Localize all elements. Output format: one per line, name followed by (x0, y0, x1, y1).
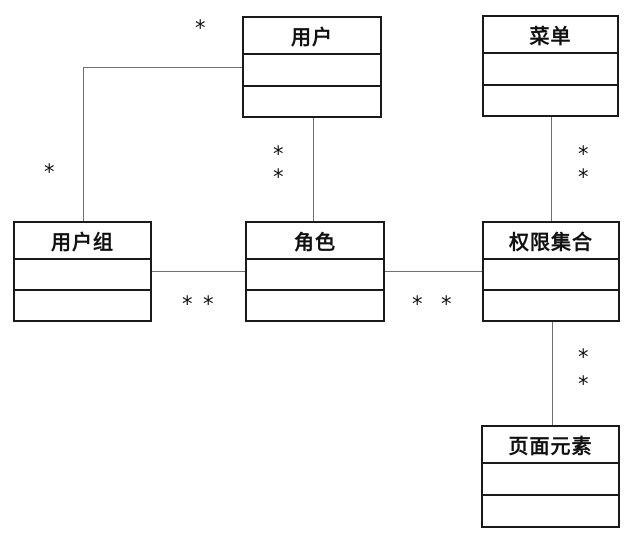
association-line-usergroup-role (152, 271, 245, 272)
class-attributes-compartment (15, 258, 150, 289)
class-box-menu: 菜单 (482, 15, 619, 117)
class-methods-compartment (244, 84, 380, 116)
class-title-pageelement: 页面元素 (508, 436, 593, 458)
association-line-user-usergroup-horizontal (83, 67, 242, 68)
multiplicity-label-role-end: * (203, 292, 214, 316)
multiplicity-label-role-end: * (412, 292, 423, 316)
class-attributes-compartment (244, 53, 380, 85)
association-line-permissionset-pageelement (552, 322, 553, 425)
class-box-usergroup: 用户组 (13, 221, 152, 322)
multiplicity-label-user-end: * (273, 142, 284, 166)
class-title-usergroup: 用户组 (51, 232, 114, 254)
multiplicity-label-permissionset-end: * (578, 345, 589, 369)
class-box-user: 用户 (242, 16, 382, 118)
class-title-user: 用户 (291, 27, 333, 49)
class-methods-compartment (247, 289, 383, 320)
class-methods-compartment (484, 83, 617, 115)
association-line-user-usergroup-vertical (83, 67, 84, 221)
association-line-menu-permissionset (551, 117, 552, 221)
class-title-permissionset: 权限集合 (509, 232, 593, 254)
class-box-role: 角色 (245, 221, 385, 322)
association-line-role-permissionset (385, 271, 482, 272)
multiplicity-label-pageelement-end: * (578, 372, 589, 396)
multiplicity-label-usergroup-end: * (44, 160, 55, 184)
class-attributes-compartment (247, 258, 383, 289)
class-box-permissionset: 权限集合 (482, 221, 620, 322)
association-line-user-role (313, 118, 314, 221)
multiplicity-label-user-end: * (195, 16, 206, 40)
class-methods-compartment (484, 289, 618, 320)
class-attributes-compartment (484, 52, 617, 84)
class-attributes-compartment (483, 462, 618, 494)
class-attributes-compartment (484, 258, 618, 289)
class-title-menu: 菜单 (529, 26, 572, 48)
multiplicity-label-permissionset-end: * (578, 165, 589, 189)
class-methods-compartment (483, 494, 618, 526)
multiplicity-label-role-end: * (273, 165, 284, 189)
class-box-pageelement: 页面元素 (481, 425, 620, 528)
multiplicity-label-menu-end: * (578, 142, 589, 166)
multiplicity-label-permissionset-end: * (441, 292, 452, 316)
multiplicity-label-usergroup-end: * (182, 292, 193, 316)
class-methods-compartment (15, 289, 150, 320)
class-title-role: 角色 (294, 232, 336, 254)
